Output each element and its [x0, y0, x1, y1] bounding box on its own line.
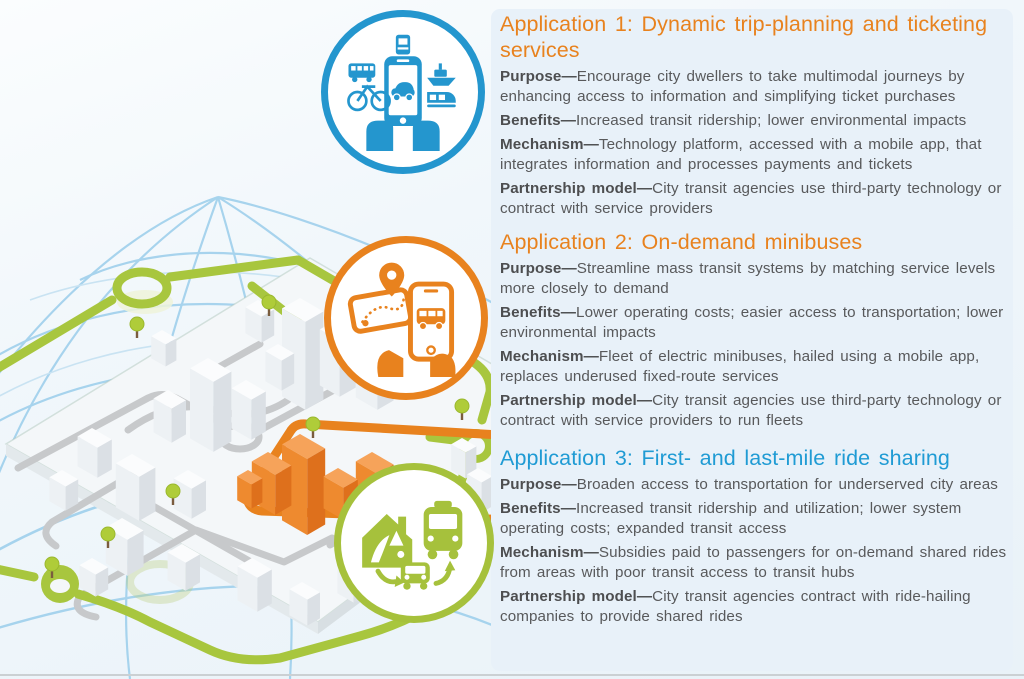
field-label: Partnership model—: [500, 588, 653, 605]
on-demand-minibus-phone-icon: [347, 262, 456, 377]
first-last-mile-ride-sharing-icon: [362, 500, 463, 590]
em-dash: —: [561, 260, 577, 277]
application-2-benefits: Benefits—Lower operating costs; easier a…: [500, 303, 1012, 343]
applications-panel: [491, 9, 1013, 671]
em-dash: —: [583, 136, 599, 153]
street-trees: [44, 294, 470, 578]
application-1-circle: [321, 10, 485, 174]
application-1-purpose: Purpose—Encourage city dwellers to take …: [500, 67, 1012, 107]
location-pin-icon: [379, 262, 405, 297]
bottom-edge-rule: [0, 674, 1024, 676]
application-3-mechanism: Mechanism—Subsidies paid to passengers f…: [500, 543, 1012, 583]
field-label: Purpose—: [500, 476, 577, 493]
field-text: Streamline mass transit systems by match…: [500, 260, 996, 297]
tram-icon: [395, 34, 411, 55]
field-text: City transit agencies use third-party te…: [500, 392, 1002, 429]
application-2-purpose: Purpose—Streamline mass transit systems …: [500, 259, 1012, 299]
em-dash: —: [636, 180, 653, 197]
application-2-mechanism: Mechanism—Fleet of electric minibuses, h…: [500, 347, 1012, 387]
field-text: Subsidies paid to passengers for on-dema…: [500, 544, 1007, 581]
application-1-mechanism: Mechanism—Technology platform, accessed …: [500, 135, 1012, 175]
field-label: Mechanism—: [500, 348, 599, 365]
application-1-benefits: Benefits—Increased transit ridership; lo…: [500, 111, 1012, 131]
application-3-section: Application 3: First- and last-mile ride…: [500, 445, 1012, 627]
field-label: Benefits—: [500, 112, 577, 129]
application-3-benefits: Benefits—Increased transit ridership and…: [500, 499, 1012, 539]
field-label: Partnership model—: [500, 392, 653, 409]
minibus-icon: [416, 308, 446, 331]
field-text: Increased transit ridership; lower envir…: [576, 112, 967, 129]
field-text: Fleet of electric minibuses, hailed usin…: [500, 348, 980, 385]
em-dash: —: [560, 112, 577, 129]
em-dash: —: [561, 476, 577, 493]
field-label: Mechanism—: [500, 544, 599, 561]
ferry-icon: [427, 63, 456, 86]
application-2-partnership-model: Partnership model—City transit agencies …: [500, 391, 1012, 431]
field-text: Encourage city dwellers to take multimod…: [500, 68, 965, 105]
em-dash: —: [583, 544, 599, 561]
car-icon: [391, 82, 415, 102]
field-label: Benefits—: [500, 500, 577, 517]
multimodal-trip-planning-phone-icon: [347, 34, 456, 151]
transfer-arrows-icon: [375, 560, 456, 587]
car-icon: [400, 562, 430, 590]
field-label: Purpose—: [500, 68, 577, 85]
field-text: Increased transit ridership and utilizat…: [500, 500, 962, 537]
field-label: Benefits—: [500, 304, 577, 321]
em-dash: —: [560, 304, 577, 321]
em-dash: —: [583, 348, 599, 365]
application-1-title: Application 1: Dynamic trip-planning and…: [500, 12, 988, 62]
em-dash: —: [560, 500, 577, 517]
hands-icon: [366, 120, 440, 151]
application-2-title: Application 2: On-demand minibuses: [500, 230, 863, 254]
application-3-purpose: Purpose—Broaden access to transportation…: [500, 475, 1012, 495]
bus-icon: [423, 500, 463, 560]
em-dash: —: [636, 588, 653, 605]
application-3-title: Application 3: First- and last-mile ride…: [500, 446, 950, 470]
green-roundabout: [41, 565, 79, 603]
application-1-partnership-model: Partnership model—City transit agencies …: [500, 179, 1012, 219]
em-dash: —: [561, 68, 577, 85]
house-icon: [362, 514, 413, 568]
application-3-circle: [334, 463, 494, 623]
bicycle-icon: [347, 84, 391, 112]
application-2-circle: [324, 236, 488, 400]
application-1-section: Application 1: Dynamic trip-planning and…: [500, 11, 1012, 219]
train-icon: [427, 92, 456, 108]
em-dash: —: [636, 392, 653, 409]
field-text: Lower operating costs; easier access to …: [500, 304, 1004, 341]
applications-text-column: Application 1: Dynamic trip-planning and…: [500, 11, 1012, 631]
hands-icon: [377, 350, 456, 377]
application-3-partnership-model: Partnership model—City transit agencies …: [500, 587, 1012, 627]
field-text: Broaden access to transportation for und…: [576, 476, 998, 493]
field-text: City transit agencies use third-party te…: [500, 180, 1002, 217]
application-2-section: Application 2: On-demand minibuses Purpo…: [500, 229, 1012, 431]
route-map-icon: [347, 287, 414, 334]
field-label: Partnership model—: [500, 180, 653, 197]
bus-icon: [348, 63, 376, 83]
field-text: City transit agencies contract with ride…: [500, 588, 971, 625]
field-text: Technology platform, accessed with a mob…: [500, 136, 982, 173]
field-label: Mechanism—: [500, 136, 599, 153]
field-label: Purpose—: [500, 260, 577, 277]
